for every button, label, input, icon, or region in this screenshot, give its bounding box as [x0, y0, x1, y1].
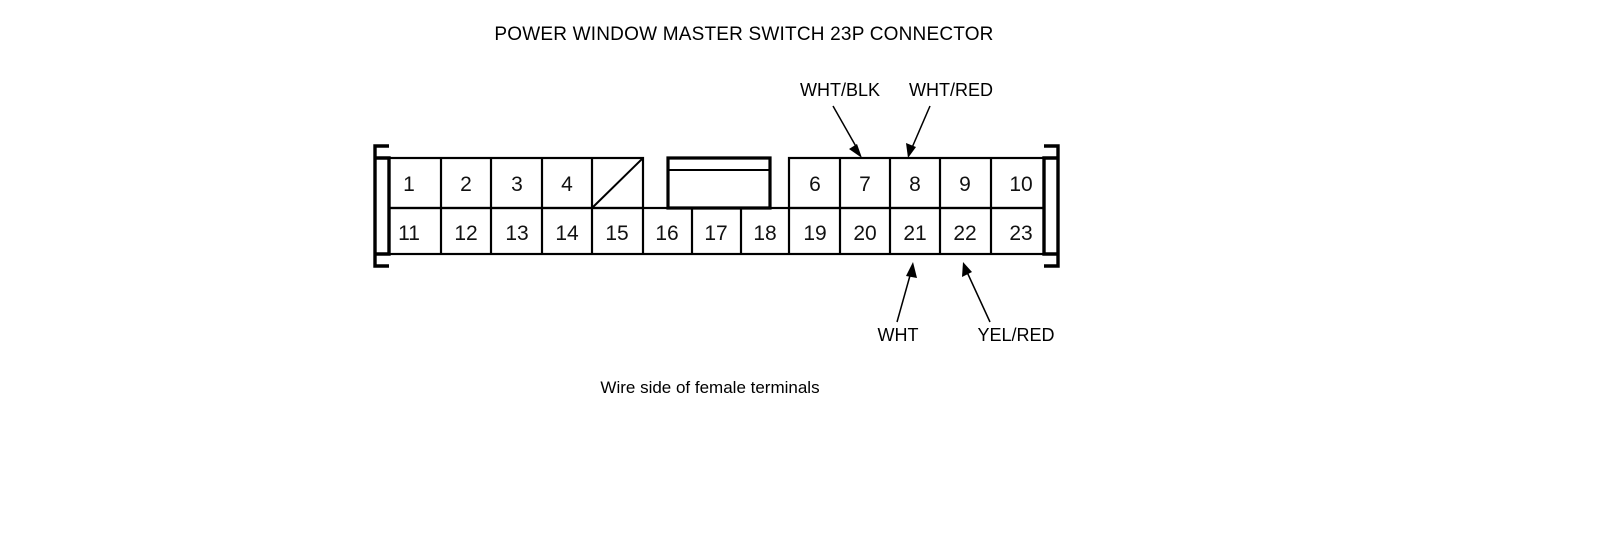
- wire-label-yel-red: YEL/RED: [977, 325, 1054, 345]
- pin-cell-8: 8: [909, 173, 921, 196]
- top-row-right-block: [787, 156, 1046, 210]
- bottom-row-dividers: [439, 208, 993, 254]
- pin-cell-23: 23: [1009, 222, 1032, 245]
- connector-shell: [373, 144, 1060, 268]
- pin-cell-6: 6: [809, 173, 821, 196]
- pin-cell-17: 17: [704, 222, 727, 245]
- top-row-numbers: 1 2 3 4 6 7 8 9 10: [403, 173, 1033, 196]
- wire-callout-yel-red: YEL/RED: [962, 262, 1055, 345]
- pin-cell-2: 2: [460, 173, 472, 196]
- pin-cell-11: 11: [398, 222, 420, 245]
- pin-cell-22: 22: [953, 222, 976, 245]
- wire-callout-wht-blk: WHT/BLK: [800, 80, 880, 158]
- pin-cell-1: 1: [403, 173, 415, 196]
- pin-cell-10: 10: [1009, 173, 1032, 196]
- pin-cell-18: 18: [753, 222, 776, 245]
- pin-cell-4: 4: [561, 173, 573, 196]
- pin-cell-12: 12: [454, 222, 477, 245]
- wire-callout-wht-red: WHT/RED: [906, 80, 993, 158]
- bottom-row-numbers: 11 12 13 14 15 16 17 18 19 20 21 22 23: [398, 222, 1033, 245]
- blank-cell-slash: [591, 157, 644, 209]
- arrowhead-wht-red: [906, 143, 916, 158]
- pin-cell-19: 19: [803, 222, 826, 245]
- wire-callout-wht: WHT: [878, 262, 919, 345]
- pin-cell-15: 15: [605, 222, 628, 245]
- pin-cell-21: 21: [903, 222, 926, 245]
- wire-label-wht: WHT: [878, 325, 919, 345]
- top-row-dividers: [439, 158, 993, 208]
- latch-tab: [666, 156, 772, 210]
- wire-label-wht-red: WHT/RED: [909, 80, 993, 100]
- arrowhead-wht-blk: [849, 144, 862, 158]
- top-row-left-block: [387, 156, 645, 210]
- pin-cell-16: 16: [655, 222, 678, 245]
- diagram-title: POWER WINDOW MASTER SWITCH 23P CONNECTOR: [494, 24, 993, 45]
- pin-cell-9: 9: [959, 173, 971, 196]
- arrowhead-yel-red: [962, 262, 972, 277]
- wire-label-wht-blk: WHT/BLK: [800, 80, 880, 100]
- pin-cell-3: 3: [511, 173, 523, 196]
- pin-cell-14: 14: [555, 222, 579, 245]
- pin-cell-20: 20: [853, 222, 876, 245]
- diagram-caption: Wire side of female terminals: [600, 378, 819, 397]
- pin-cell-13: 13: [505, 222, 528, 245]
- pin-cell-7: 7: [859, 173, 871, 196]
- arrowhead-wht: [906, 262, 917, 278]
